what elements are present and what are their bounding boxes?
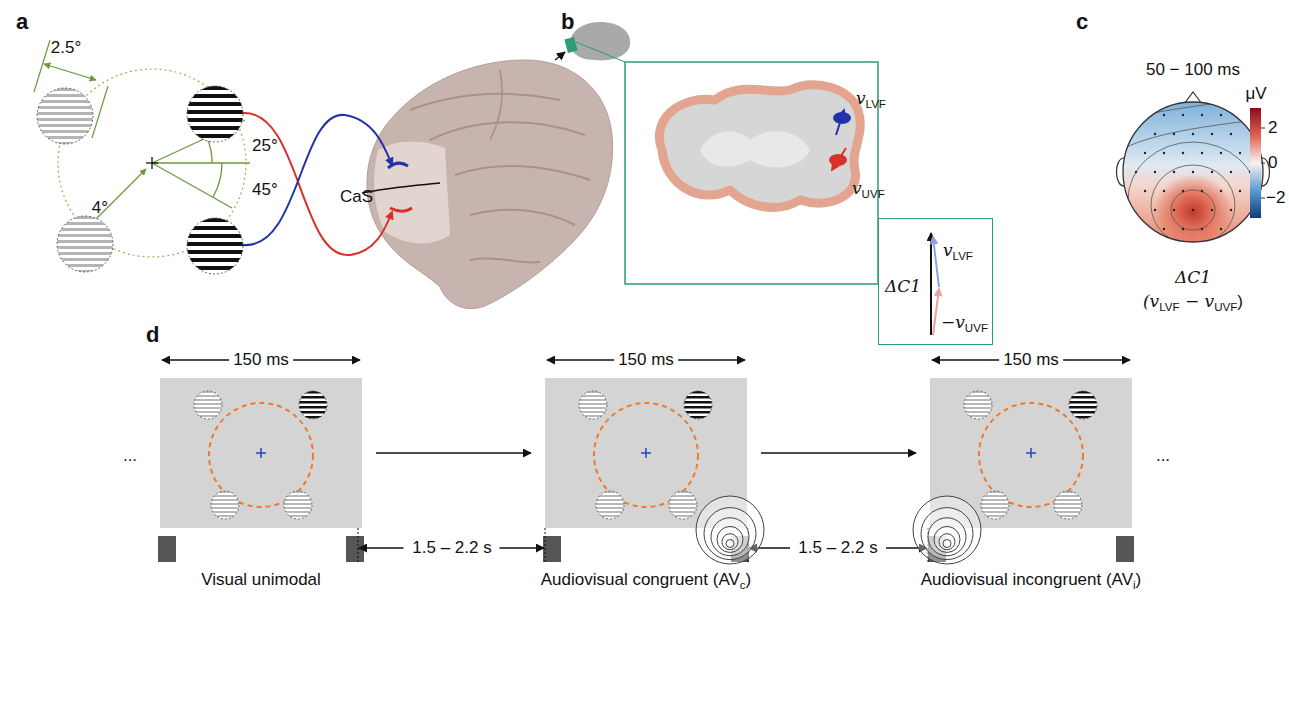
label-group: ΔC1 (885, 277, 921, 297)
label-text: 1.5 – 2.2 s (798, 538, 877, 557)
subscript: LVF (866, 98, 886, 110)
label-text: Audiovisual congruent (AV (541, 570, 740, 589)
subscript: c (740, 579, 746, 591)
upper-visual-field-pathway (243, 115, 392, 245)
label-group: −vUVF (941, 313, 988, 335)
flattened-cortex (659, 85, 860, 208)
label-text: d (146, 322, 159, 347)
label-text: 25° (252, 136, 278, 155)
subscript: i (1133, 579, 1136, 591)
label-group: ΔC1 (1175, 268, 1211, 288)
label-text: 2 (1268, 118, 1277, 137)
label-text: 150 ms (233, 350, 289, 369)
grating-stimuli (37, 86, 243, 274)
label-group: 150 ms (999, 350, 1063, 370)
label-group: CaS (340, 187, 373, 207)
label-text: v (856, 88, 866, 108)
label-group: c (1076, 9, 1088, 34)
label-text: v (943, 240, 953, 260)
label-group: 2 (1268, 118, 1277, 138)
label-text: Audiovisual incongruent (AV (921, 570, 1133, 589)
label-group: 150 ms (614, 350, 678, 370)
label-group: 150 ms (229, 350, 293, 370)
label-text: CaS (340, 187, 373, 206)
subscript: UVF (1214, 301, 1237, 313)
label-group: μV (1245, 84, 1266, 104)
label-group: 2.5° (51, 38, 81, 58)
label-text: 2.5° (51, 38, 81, 57)
node-art (160, 378, 362, 528)
stimulus-screen: Audiovisual incongruent (AVi) (930, 378, 1132, 528)
label-group: 1.5 – 2.2 s (794, 538, 881, 558)
node-art (930, 378, 1132, 528)
label-text: ) (1136, 570, 1142, 589)
stimulus-screen: Audiovisual congruent (AVc) (545, 378, 747, 528)
subscript: UVF (965, 322, 988, 334)
label-group: 0 (1268, 153, 1277, 173)
label-text: ... (123, 446, 137, 465)
label-group: vUVF (852, 179, 885, 201)
screen-caption: Audiovisual incongruent (AVi) (921, 570, 1142, 592)
label-text: 150 ms (618, 350, 674, 369)
node-art (545, 378, 747, 528)
brain-medial-view (362, 60, 613, 309)
vector-inset: ΔC1 vLVF −vUVF (878, 218, 993, 345)
label-text: ) (746, 570, 752, 589)
label-group: 50 − 100 ms (1146, 60, 1240, 80)
label-text: Visual unimodal (201, 570, 321, 589)
stimulus-screen: Visual unimodal (160, 378, 362, 528)
label-text: μV (1245, 84, 1266, 103)
sequence-arrow (761, 452, 916, 454)
label-group: 4° (92, 198, 108, 218)
label-text: v (852, 178, 862, 198)
timing-marks (158, 360, 1134, 562)
label-text: − v (1180, 291, 1215, 311)
label-text: 1.5 – 2.2 s (412, 538, 491, 557)
label-group: 45° (252, 180, 278, 200)
label-group: 1.5 – 2.2 s (408, 538, 495, 558)
sequence-arrow (376, 452, 531, 454)
label-text: 150 ms (1003, 350, 1059, 369)
subscript: LVF (953, 250, 973, 262)
label-text: 4° (92, 198, 108, 217)
lower-visual-field-pathway (243, 113, 392, 255)
label-text: b (561, 9, 574, 34)
screen-caption: Audiovisual congruent (AVc) (541, 570, 752, 592)
label-text: ) (1237, 292, 1243, 311)
label-text: c (1076, 9, 1088, 34)
label-text: −v (941, 312, 965, 332)
label-group: d (146, 322, 159, 347)
subscript: UVF (862, 188, 885, 200)
label-group: vLVF (943, 241, 973, 263)
label-text: ΔC1 (1175, 267, 1211, 287)
label-group: 25° (252, 136, 278, 156)
label-group: −2 (1266, 188, 1285, 208)
label-group: ... (1156, 446, 1170, 466)
scalp-topography (1117, 92, 1271, 258)
label-text: ΔC1 (885, 276, 921, 296)
label-text: −2 (1266, 188, 1285, 207)
label-group: vLVF (856, 89, 886, 111)
zoom-frame (625, 62, 878, 284)
label-text: 0 (1268, 153, 1277, 172)
label-text: ... (1156, 446, 1170, 465)
label-text: 45° (252, 180, 278, 199)
label-group: (vLVF − vUVF) (1143, 292, 1243, 314)
subscript: LVF (1159, 301, 1179, 313)
label-group: ... (123, 446, 137, 466)
label-text: a (16, 9, 28, 34)
label-text: 50 − 100 ms (1146, 60, 1240, 79)
screen-caption: Visual unimodal (201, 570, 321, 590)
label-group: b (561, 9, 574, 34)
label-text: (v (1143, 291, 1159, 311)
label-group: a (16, 9, 28, 34)
